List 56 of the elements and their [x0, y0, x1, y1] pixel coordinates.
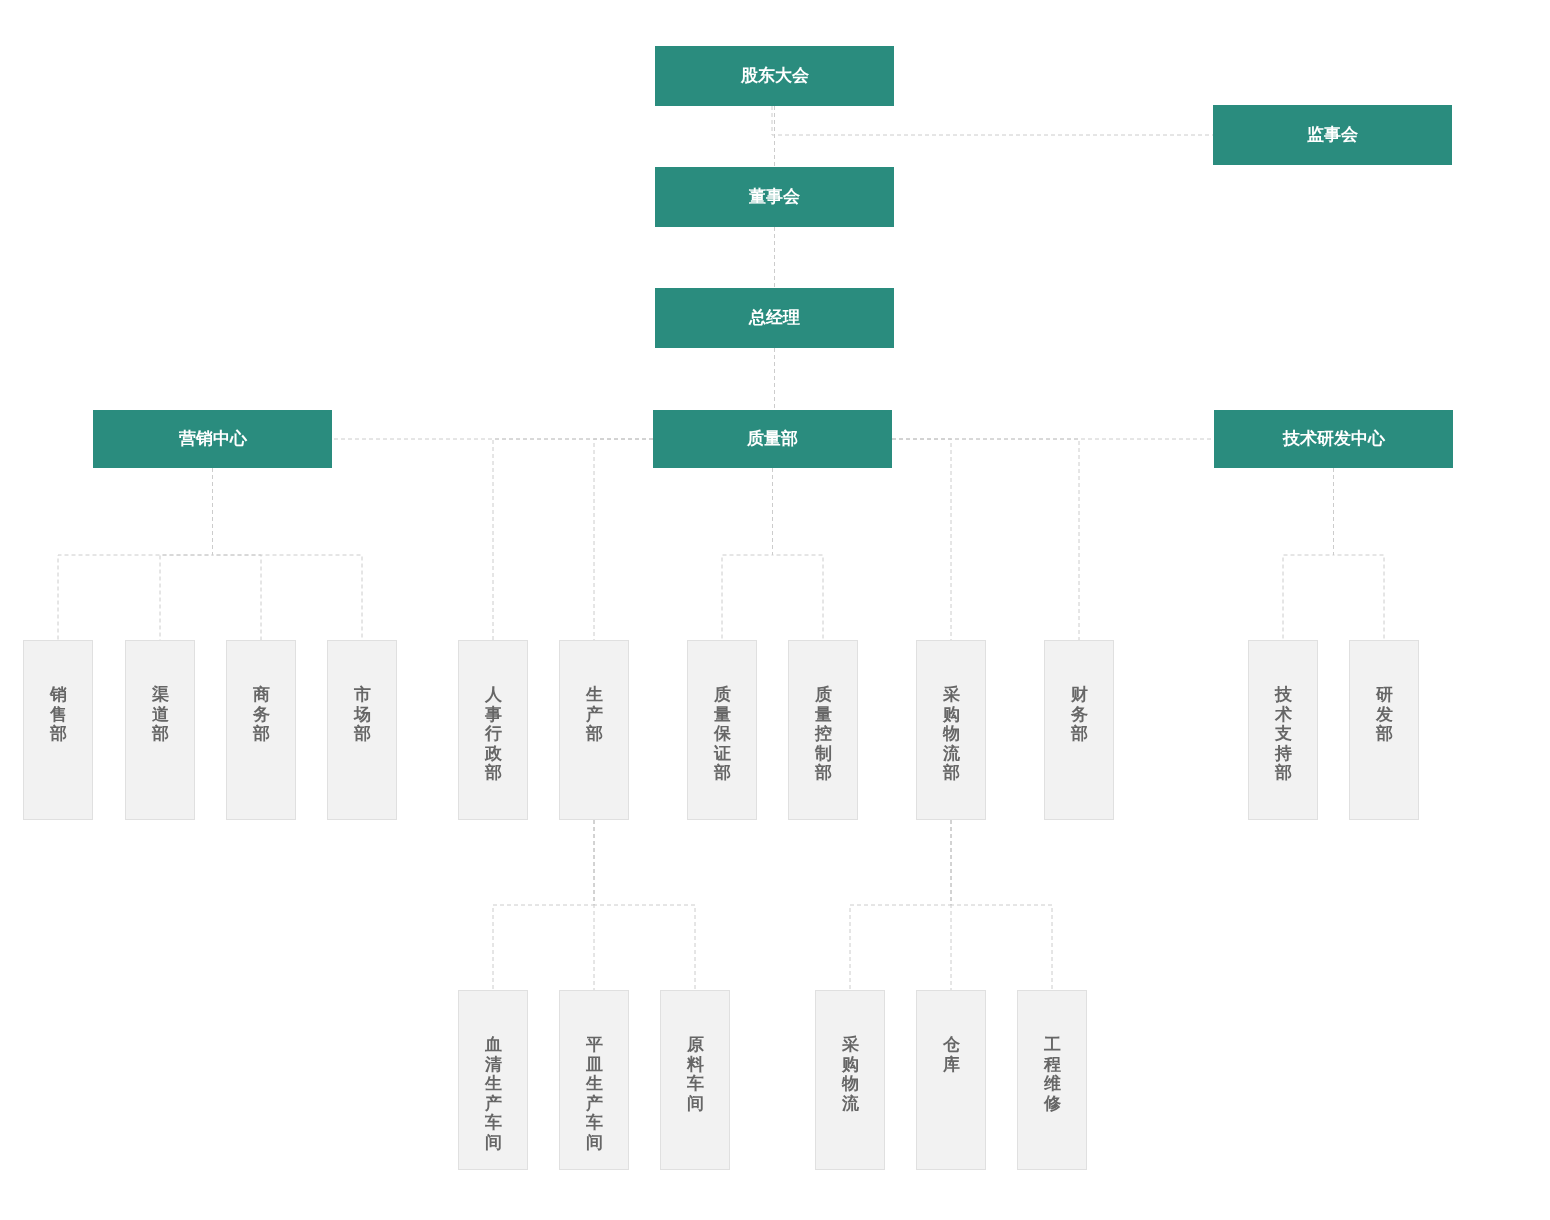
- node-label: 财务部: [1070, 685, 1088, 746]
- department-box: [655, 288, 894, 348]
- sub-department-box: [559, 640, 629, 820]
- connector-line: [774, 105, 775, 168]
- node-label: 采购物流部: [942, 685, 960, 785]
- node-label: 技术支持部: [1274, 685, 1292, 785]
- sub-department-box: [815, 990, 885, 1170]
- sub-department-box: [458, 640, 528, 820]
- connector-line: [774, 347, 775, 411]
- node-label: 总经理: [749, 306, 800, 330]
- sub-department-box: [1044, 640, 1114, 820]
- sub-department-box: [1017, 990, 1087, 1170]
- sub-department-box: [916, 990, 986, 1170]
- connector-line: [774, 226, 775, 289]
- node-label: 质量部: [747, 427, 798, 451]
- sub-department-box: [687, 640, 757, 820]
- node-label: 董事会: [749, 185, 800, 209]
- node-label: 平皿生产车间: [585, 1035, 603, 1154]
- node-label: 血清生产车间: [484, 1035, 502, 1154]
- sub-department-box: [226, 640, 296, 820]
- sub-department-box: [1349, 640, 1419, 820]
- node-label: 生产部: [585, 685, 603, 746]
- department-box: [653, 410, 892, 468]
- department-box: [1213, 105, 1452, 165]
- node-label: 原料车间: [686, 1035, 704, 1115]
- node-label: 仓库: [942, 1035, 960, 1076]
- node-label: 商务部: [252, 685, 270, 746]
- node-label: 股东大会: [740, 64, 809, 88]
- node-label: 监事会: [1307, 123, 1358, 147]
- sub-department-box: [23, 640, 93, 820]
- node-label: 销售部: [49, 685, 67, 746]
- department-box: [655, 167, 894, 227]
- sub-department-box: [125, 640, 195, 820]
- department-box: [655, 46, 894, 106]
- node-label: 营销中心: [178, 427, 247, 451]
- node-label: 技术研发中心: [1282, 427, 1385, 451]
- connector-line: [950, 819, 1053, 991]
- connector-line: [891, 438, 1080, 641]
- sub-department-box: [458, 990, 528, 1170]
- node-label: 研发部: [1375, 685, 1393, 746]
- node-label: 人事行政部: [484, 685, 502, 785]
- node-label: 渠道部: [151, 685, 169, 746]
- node-label: 采购物流: [841, 1035, 859, 1115]
- sub-department-box: [660, 990, 730, 1170]
- node-label: 工程维修: [1043, 1035, 1061, 1115]
- department-box: [1214, 410, 1453, 468]
- sub-department-box: [788, 640, 858, 820]
- department-box: [93, 410, 332, 468]
- node-label: 质量保证部: [713, 685, 731, 785]
- sub-department-box: [327, 640, 397, 820]
- node-label: 质量控制部: [814, 685, 832, 785]
- connector-line: [593, 819, 696, 991]
- sub-department-box: [559, 990, 629, 1170]
- sub-department-box: [916, 640, 986, 820]
- sub-department-box: [1248, 640, 1318, 820]
- node-label: 市场部: [353, 685, 371, 746]
